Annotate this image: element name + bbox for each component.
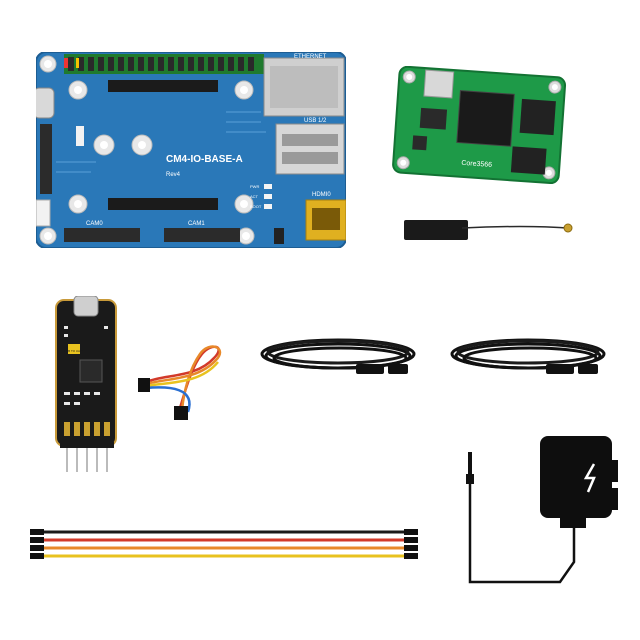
antenna-cable — [461, 225, 567, 229]
cam0-connector — [64, 228, 140, 242]
base-board: CM4-IO-BASE-A Rev4 ETHERNET USB 1/2 HDMI… — [33, 51, 347, 249]
uart-chip — [79, 359, 103, 383]
core-module-label: Core3566 — [461, 160, 492, 169]
jumper-wire-bundle-graphic — [138, 345, 222, 420]
ethernet-label: ETHERNET — [294, 54, 327, 60]
fpc-connector-left — [40, 124, 52, 194]
usb-cable-1-graphic — [260, 338, 416, 374]
power-prong-1 — [612, 460, 618, 482]
long-jumper-left-housings — [30, 529, 44, 559]
soc-chip — [456, 90, 515, 147]
jumper-wire-bundle — [136, 338, 232, 422]
usb-cable-2-graphic — [450, 338, 606, 374]
board-title: CM4-IO-BASE-A — [166, 154, 243, 165]
boot-switch — [274, 228, 284, 244]
led-label-pwr: PWR — [250, 184, 259, 189]
uart-label: USB TO UART — [64, 349, 84, 353]
usb-cable-2-plug-b — [578, 364, 598, 374]
led-label-boot: BOOT — [250, 204, 262, 209]
uart-header-pins — [66, 446, 108, 472]
power-adapter-cable — [468, 484, 576, 584]
core-module: Core3566 — [392, 65, 568, 186]
usb-label: USB 1/2 — [304, 118, 327, 124]
led-label-act: ACT — [250, 194, 259, 199]
gpio-header — [64, 54, 264, 74]
long-jumper-right-housings — [404, 529, 418, 559]
cam1-connector — [164, 228, 240, 242]
dc-plug-tip — [468, 452, 472, 474]
emmc-chip — [510, 146, 547, 175]
jumper-housing-bottom — [174, 406, 188, 420]
power-adapter-body — [540, 436, 612, 518]
wifi-antenna — [402, 214, 574, 244]
usb-cable-1 — [256, 330, 424, 386]
antenna-body — [404, 220, 468, 240]
uart-label-sticker — [68, 344, 80, 354]
cm-connector-bottom — [108, 198, 218, 210]
usb-cable-2 — [446, 330, 614, 386]
long-jumper-wires — [28, 524, 420, 564]
power-adapter-graphic — [466, 436, 618, 584]
core-module-graphic: Core3566 — [392, 65, 567, 185]
base-board-graphic: CM4-IO-BASE-A Rev4 ETHERNET USB 1/2 HDMI… — [33, 51, 347, 249]
usb-a-port — [275, 123, 345, 175]
long-jumper-wires-graphic — [30, 529, 418, 559]
uart-pin-pads — [64, 422, 110, 436]
hdmi-label: HDMI0 — [312, 192, 331, 198]
cam1-label: CAM1 — [188, 221, 205, 227]
ufl-connector — [563, 223, 573, 233]
wifi-antenna-graphic — [404, 220, 573, 240]
pmic-chip — [419, 107, 448, 130]
usb-c-port — [33, 87, 55, 119]
usb-cable-1-plug-b — [388, 364, 408, 374]
fan-connector — [35, 199, 51, 227]
power-prong-2 — [612, 488, 618, 510]
usb-uart-board-graphic: USB TO UART — [55, 295, 117, 472]
usb-cable-2-plug-a — [546, 364, 574, 374]
cm-connector-top — [108, 80, 218, 92]
uart-usb-c-port — [73, 295, 99, 317]
lightning-icon — [583, 463, 596, 493]
ram-chip — [519, 98, 556, 136]
wifi-shield — [423, 69, 455, 99]
cam0-label: CAM0 — [86, 221, 103, 227]
board-revision: Rev4 — [166, 172, 181, 178]
power-adapter — [464, 436, 620, 588]
usb-uart-board: USB TO UART — [50, 295, 122, 476]
jumper-housing-left — [138, 378, 150, 392]
usb-cable-1-plug-a — [356, 364, 384, 374]
